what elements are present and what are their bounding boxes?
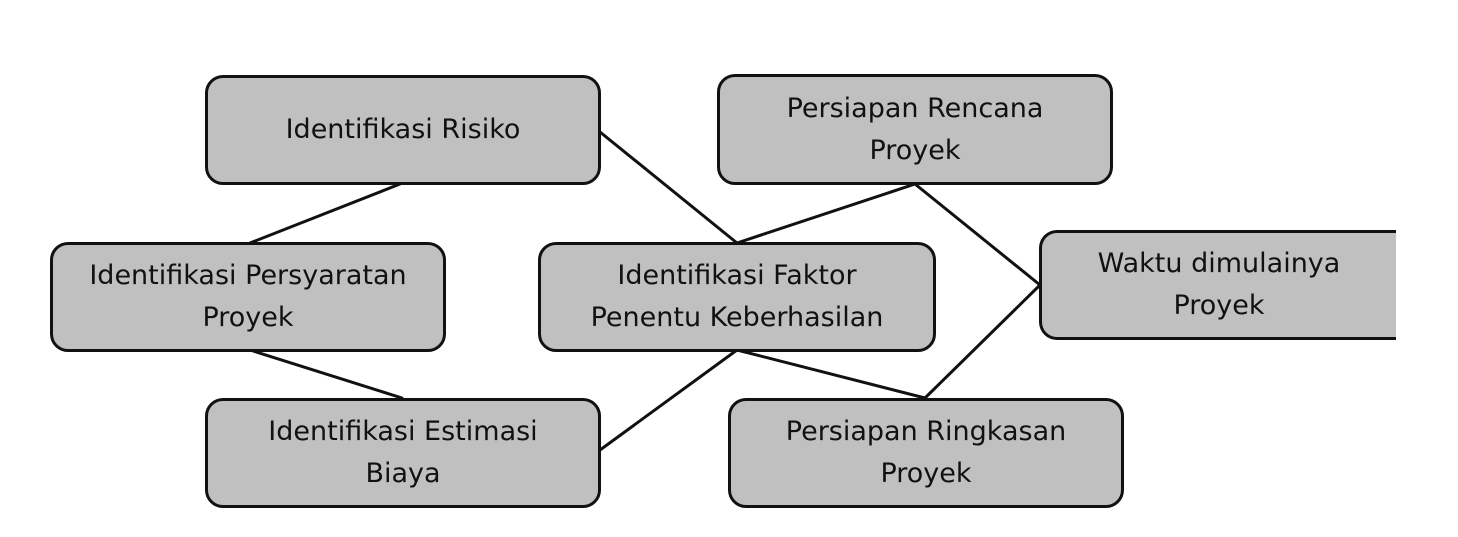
node-label: Persiapan Ringkasan Proyek <box>786 411 1066 495</box>
node-label: Identifikasi Risiko <box>286 109 521 151</box>
node-label-line: Identifikasi Risiko <box>285 114 521 145</box>
connector-estimasi-faktor <box>598 348 739 452</box>
node-label-line: Penentu Keberhasilan <box>590 302 884 333</box>
connector-risiko-persyaratan <box>248 182 402 245</box>
node-identifikasi-estimasi: Identifikasi Estimasi Biaya <box>205 398 601 508</box>
connector-faktor-ringkasan <box>735 348 927 400</box>
node-persiapan-rencana: Persiapan Rencana Proyek <box>717 74 1113 185</box>
node-label: Waktu dimulainya Proyek <box>1098 243 1341 327</box>
node-label-line: Identifikasi Faktor <box>617 260 857 291</box>
node-label: Persiapan Rencana Proyek <box>787 88 1044 172</box>
node-label: Identifikasi Estimasi Biaya <box>268 411 537 495</box>
node-label-line: Proyek <box>1173 290 1265 321</box>
node-persiapan-ringkasan: Persiapan Ringkasan Proyek <box>728 398 1124 508</box>
node-waktu-dimulainya: Waktu dimulainya Proyek <box>1039 230 1396 340</box>
connector-rencana-waktu <box>913 182 1042 287</box>
connector-risiko-faktor <box>598 130 739 245</box>
node-label-line: Proyek <box>880 458 972 489</box>
connector-faktor-rencana <box>735 182 917 245</box>
node-label-line: Identifikasi Persyaratan <box>89 260 407 291</box>
node-label-line: Persiapan Rencana <box>786 92 1044 124</box>
node-identifikasi-persyaratan: Identifikasi Persyaratan Proyek <box>50 242 446 352</box>
node-label: Identifikasi Persyaratan Proyek <box>89 255 406 339</box>
connector-ringkasan-waktu <box>923 283 1042 400</box>
node-label-line: Proyek <box>202 302 294 333</box>
connector-persyaratan-estimasi <box>248 348 404 400</box>
node-label-line: Waktu dimulainya <box>1097 248 1341 279</box>
node-label-line: Identifikasi Estimasi <box>268 416 538 447</box>
node-label-line: Proyek <box>869 134 961 166</box>
node-label: Identifikasi Faktor Penentu Keberhasilan <box>591 255 884 339</box>
node-label-line: Biaya <box>365 458 441 489</box>
node-identifikasi-faktor: Identifikasi Faktor Penentu Keberhasilan <box>538 242 936 352</box>
node-label-line: Persiapan Ringkasan <box>785 416 1067 447</box>
node-identifikasi-risiko: Identifikasi Risiko <box>205 75 601 185</box>
